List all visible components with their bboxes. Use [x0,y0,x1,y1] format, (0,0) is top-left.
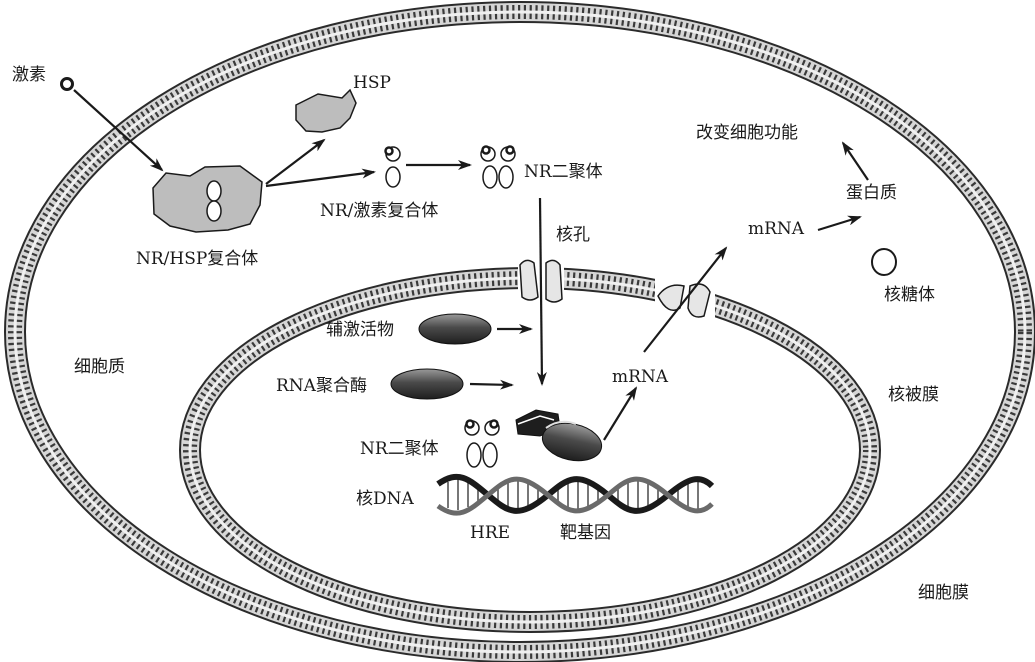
label-rna-polymerase: RNA聚合酶 [276,376,367,396]
rna-polymerase-shape [391,369,463,399]
label-nr-dimer-nucleus: NR二聚体 [360,439,439,459]
label-mrna-cytoplasm: mRNA [748,219,805,239]
nr-dimer-cytoplasm [481,147,515,189]
label-protein: 蛋白质 [846,183,897,203]
coactivator-shape [419,314,491,344]
label-target-gene: 靶基因 [560,523,611,543]
nr-hsp-complex [153,166,262,232]
label-mrna-nucleus: mRNA [612,367,669,387]
label-hre: HRE [470,523,510,543]
label-hsp: HSP [353,73,391,93]
transcription-complex [516,410,605,466]
label-hormone: 激素 [12,65,46,85]
cell-membrane [15,12,1025,652]
nr-dimer-nucleus [465,421,499,468]
nr-hormone-complex [386,147,401,187]
label-ribosome: 核糖体 [884,285,935,305]
label-nr-hsp-complex: NR/HSP复合体 [136,249,258,269]
label-nuclear-pore: 核孔 [556,225,590,245]
label-nuclear-envelope: 核被膜 [888,385,939,405]
dna-helix [438,477,712,513]
label-nuclear-dna: 核DNA [356,489,415,509]
label-nr-hormone-complex: NR/激素复合体 [320,201,438,221]
hormone-molecule [62,79,73,90]
label-cell-membrane: 细胞膜 [918,583,969,603]
ribosome-shape [872,249,896,275]
label-nr-dimer-top: NR二聚体 [524,162,603,182]
hsp-protein [296,90,356,132]
label-cytoplasm: 细胞质 [74,357,125,377]
label-coactivator: 辅激活物 [326,320,394,340]
label-change-function: 改变细胞功能 [696,123,798,143]
